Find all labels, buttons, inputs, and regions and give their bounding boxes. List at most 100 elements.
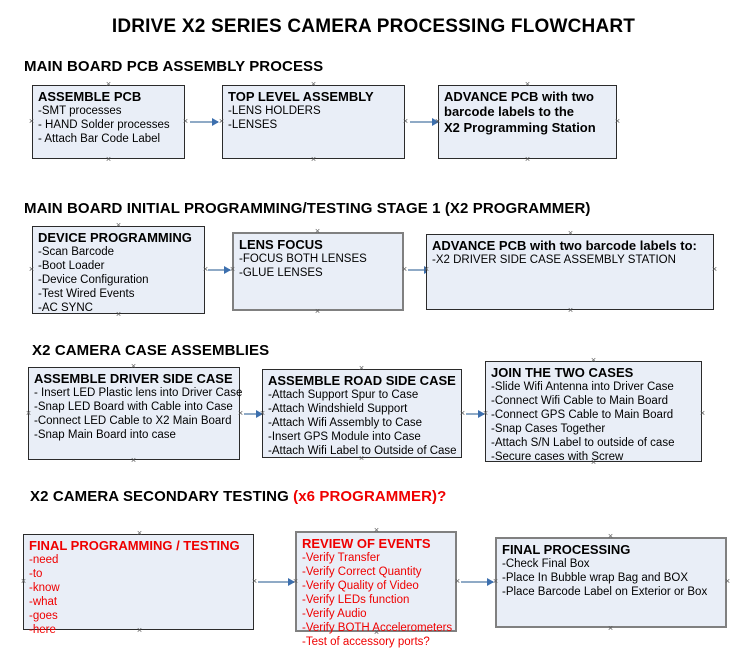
resize-handle[interactable] bbox=[358, 455, 365, 462]
resize-handle[interactable] bbox=[567, 307, 574, 314]
resize-handle[interactable] bbox=[607, 533, 614, 540]
flow-box-title: ADVANCE PCB with two barcode labels to: bbox=[432, 238, 697, 253]
resize-handle[interactable] bbox=[115, 311, 122, 318]
resize-handle[interactable] bbox=[292, 578, 299, 585]
flow-box-top-level-assembly[interactable]: TOP LEVEL ASSEMBLY -LENS HOLDERS -LENSES bbox=[222, 85, 405, 159]
flow-box-line: -X2 DRIVER SIDE CASE ASSEMBLY STATION bbox=[432, 254, 676, 266]
resize-handle[interactable] bbox=[314, 228, 321, 235]
flow-box-line: X2 Programming Station bbox=[444, 120, 596, 135]
flow-box-line: -Attach Wifi Assembly to Case bbox=[268, 417, 423, 429]
resize-handle[interactable] bbox=[434, 118, 441, 125]
flow-box-title: ASSEMBLE PCB bbox=[38, 89, 142, 104]
flow-box-advance-pcb-1[interactable]: ADVANCE PCB with two barcode labels to t… bbox=[438, 85, 617, 159]
flow-box-title: JOIN THE TWO CASES bbox=[491, 365, 634, 380]
flow-box-assemble-pcb[interactable]: ASSEMBLE PCB -SMT processes - HAND Solde… bbox=[32, 85, 185, 159]
resize-handle[interactable] bbox=[724, 578, 731, 585]
flow-box-line: -Attach S/N Label to outside of case bbox=[491, 437, 675, 449]
resize-handle[interactable] bbox=[590, 459, 597, 466]
flow-box-line: -FOCUS BOTH LENSES bbox=[239, 253, 367, 265]
flow-box-line: -what bbox=[29, 596, 58, 608]
flow-box-advance-pcb-2[interactable]: ADVANCE PCB with two barcode labels to: … bbox=[426, 234, 714, 310]
flow-box-line: -goes bbox=[29, 610, 58, 622]
resize-handle[interactable] bbox=[136, 627, 143, 634]
flow-box-line: -Boot Loader bbox=[38, 260, 105, 272]
flow-box-line: -Insert GPS Module into Case bbox=[268, 431, 421, 443]
resize-handle[interactable] bbox=[567, 230, 574, 237]
flow-box-line: -Attach Wifi Label to Outside of Case bbox=[268, 445, 457, 457]
flow-box-title: FINAL PROGRAMMING / TESTING bbox=[29, 538, 240, 553]
flow-box-assemble-driver-side-case[interactable]: ASSEMBLE DRIVER SIDE CASE - Insert LED P… bbox=[28, 367, 243, 460]
resize-handle[interactable] bbox=[524, 156, 531, 163]
connector-arrow bbox=[190, 118, 219, 126]
flow-box-final-programming-testing[interactable]: FINAL PROGRAMMING / TESTING -need -to -k… bbox=[23, 534, 254, 636]
flow-box-join-the-two-cases[interactable]: JOIN THE TWO CASES -Slide Wifi Antenna i… bbox=[485, 361, 702, 463]
resize-handle[interactable] bbox=[373, 629, 380, 636]
flow-box-line: barcode labels to the bbox=[444, 104, 575, 119]
resize-handle[interactable] bbox=[28, 266, 35, 273]
resize-handle[interactable] bbox=[614, 118, 621, 125]
flow-box-assemble-road-side-case[interactable]: ASSEMBLE ROAD SIDE CASE -Attach Support … bbox=[262, 369, 462, 458]
section-heading-4-accent: (x6 PROGRAMMER)? bbox=[293, 488, 447, 505]
resize-handle[interactable] bbox=[105, 81, 112, 88]
resize-handle[interactable] bbox=[25, 410, 32, 417]
section-heading-1-text: MAIN BOARD PCB ASSEMBLY PROCESS bbox=[24, 58, 324, 75]
connector-arrow bbox=[461, 578, 494, 586]
resize-handle[interactable] bbox=[310, 156, 317, 163]
flow-box-line: -here bbox=[29, 624, 56, 636]
resize-handle[interactable] bbox=[423, 266, 430, 273]
resize-handle[interactable] bbox=[20, 578, 27, 585]
flow-box-line: -Verify LEDs function bbox=[302, 594, 410, 606]
resize-handle[interactable] bbox=[482, 410, 489, 417]
resize-handle[interactable] bbox=[182, 118, 189, 125]
resize-handle[interactable] bbox=[115, 222, 122, 229]
flow-box-line: -know bbox=[29, 582, 60, 594]
resize-handle[interactable] bbox=[136, 530, 143, 537]
resize-handle[interactable] bbox=[590, 357, 597, 364]
flow-box-review-of-events[interactable]: REVIEW OF EVENTS -Verify Transfer -Verif… bbox=[295, 531, 457, 648]
flow-box-line: -Snap Cases Together bbox=[491, 423, 606, 435]
resize-handle[interactable] bbox=[699, 410, 706, 417]
flow-box-line: - Insert LED Plastic lens into Driver Ca… bbox=[34, 387, 243, 399]
resize-handle[interactable] bbox=[218, 118, 225, 125]
flow-box-line: -Snap LED Board with Cable into Case bbox=[34, 401, 233, 413]
flow-box-line: -Verify Transfer bbox=[302, 552, 380, 564]
flow-box-final-processing[interactable]: FINAL PROCESSING -Check Final Box -Place… bbox=[495, 537, 727, 628]
flow-box-line: - Attach Bar Code Label bbox=[38, 133, 161, 145]
resize-handle[interactable] bbox=[607, 625, 614, 632]
flow-box-line: -SMT processes bbox=[38, 105, 122, 117]
resize-handle[interactable] bbox=[459, 410, 466, 417]
flow-box-line: -Slide Wifi Antenna into Driver Case bbox=[491, 381, 674, 393]
resize-handle[interactable] bbox=[314, 308, 321, 315]
resize-handle[interactable] bbox=[373, 527, 380, 534]
flow-box-line: -Check Final Box bbox=[502, 558, 590, 570]
resize-handle[interactable] bbox=[402, 118, 409, 125]
resize-handle[interactable] bbox=[229, 266, 236, 273]
flow-box-line: -Connect Wifi Cable to Main Board bbox=[491, 395, 669, 407]
resize-handle[interactable] bbox=[492, 578, 499, 585]
flow-box-title: REVIEW OF EVENTS bbox=[302, 536, 431, 551]
resize-handle[interactable] bbox=[130, 363, 137, 370]
resize-handle[interactable] bbox=[310, 81, 317, 88]
resize-handle[interactable] bbox=[524, 81, 531, 88]
resize-handle[interactable] bbox=[251, 578, 258, 585]
flow-box-lens-focus[interactable]: LENS FOCUS -FOCUS BOTH LENSES -GLUE LENS… bbox=[232, 232, 404, 311]
resize-handle[interactable] bbox=[130, 457, 137, 464]
resize-handle[interactable] bbox=[401, 266, 408, 273]
flow-box-title: ADVANCE PCB with two bbox=[444, 89, 594, 104]
page-title: IDRIVE X2 SERIES CAMERA PROCESSING FLOWC… bbox=[111, 16, 636, 37]
connector-arrow bbox=[208, 266, 231, 274]
resize-handle[interactable] bbox=[237, 410, 244, 417]
flow-box-line: -LENSES bbox=[228, 119, 278, 131]
resize-handle[interactable] bbox=[105, 156, 112, 163]
flow-box-title: FINAL PROCESSING bbox=[502, 542, 631, 557]
resize-handle[interactable] bbox=[358, 365, 365, 372]
resize-handle[interactable] bbox=[711, 266, 718, 273]
resize-handle[interactable] bbox=[259, 410, 266, 417]
flow-box-line: -need bbox=[29, 554, 59, 566]
resize-handle[interactable] bbox=[28, 118, 35, 125]
flow-box-device-programming[interactable]: DEVICE PROGRAMMING -Scan Barcode -Boot L… bbox=[32, 226, 205, 314]
resize-handle[interactable] bbox=[454, 578, 461, 585]
section-heading-2: MAIN BOARD INITIAL PROGRAMMING/TESTING S… bbox=[24, 200, 591, 217]
flow-box-title: ASSEMBLE DRIVER SIDE CASE bbox=[34, 371, 233, 386]
section-heading-3: X2 CAMERA CASE ASSEMBLIES bbox=[32, 342, 269, 359]
